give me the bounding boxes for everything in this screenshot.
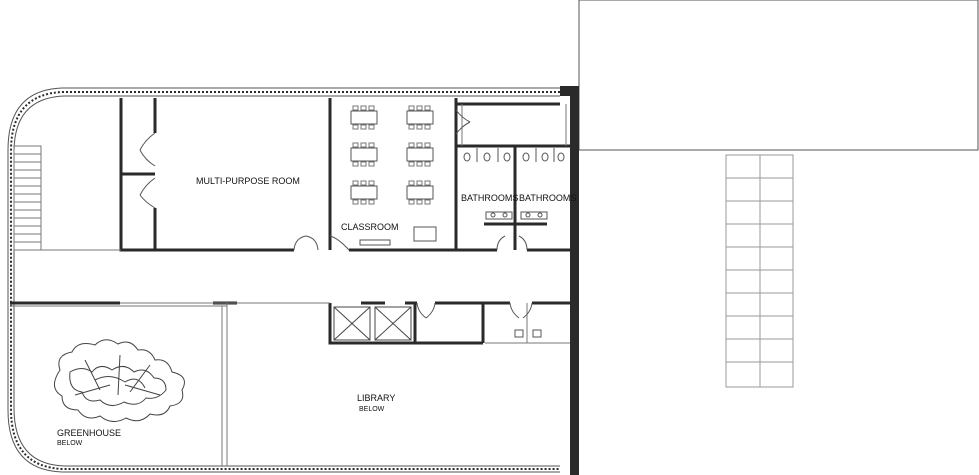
- label-bathrooms-left: BATHROOMS: [461, 193, 518, 203]
- tree-icon: [54, 339, 185, 422]
- label-library-below: BELOW: [359, 406, 385, 413]
- interior-walls: [10, 98, 570, 345]
- label-greenhouse-below: BELOW: [57, 440, 83, 447]
- label-greenhouse: GREENHOUSE: [57, 428, 121, 438]
- upper-annex-outline: [578, 0, 979, 151]
- facade-curve: [7, 87, 560, 473]
- stairs-icon: [13, 145, 42, 251]
- toilet-icon: [463, 148, 565, 162]
- door-swing-icon: [139, 109, 533, 319]
- east-wall: [560, 86, 579, 96]
- label-library: LIBRARY: [357, 393, 395, 403]
- sink-icon: [485, 211, 548, 338]
- chairs: [352, 105, 431, 205]
- label-multipurpose-room: MULTI-PURPOSE ROOM: [196, 176, 300, 186]
- label-classroom: CLASSROOM: [341, 222, 399, 232]
- table-icon: [350, 110, 437, 246]
- label-bathrooms-right: BATHROOMS: [519, 193, 576, 203]
- corridor-lines: [10, 104, 570, 466]
- elevator-icon: [333, 306, 412, 341]
- east-wall-long: [570, 86, 579, 475]
- right-stair-grid: [725, 154, 794, 388]
